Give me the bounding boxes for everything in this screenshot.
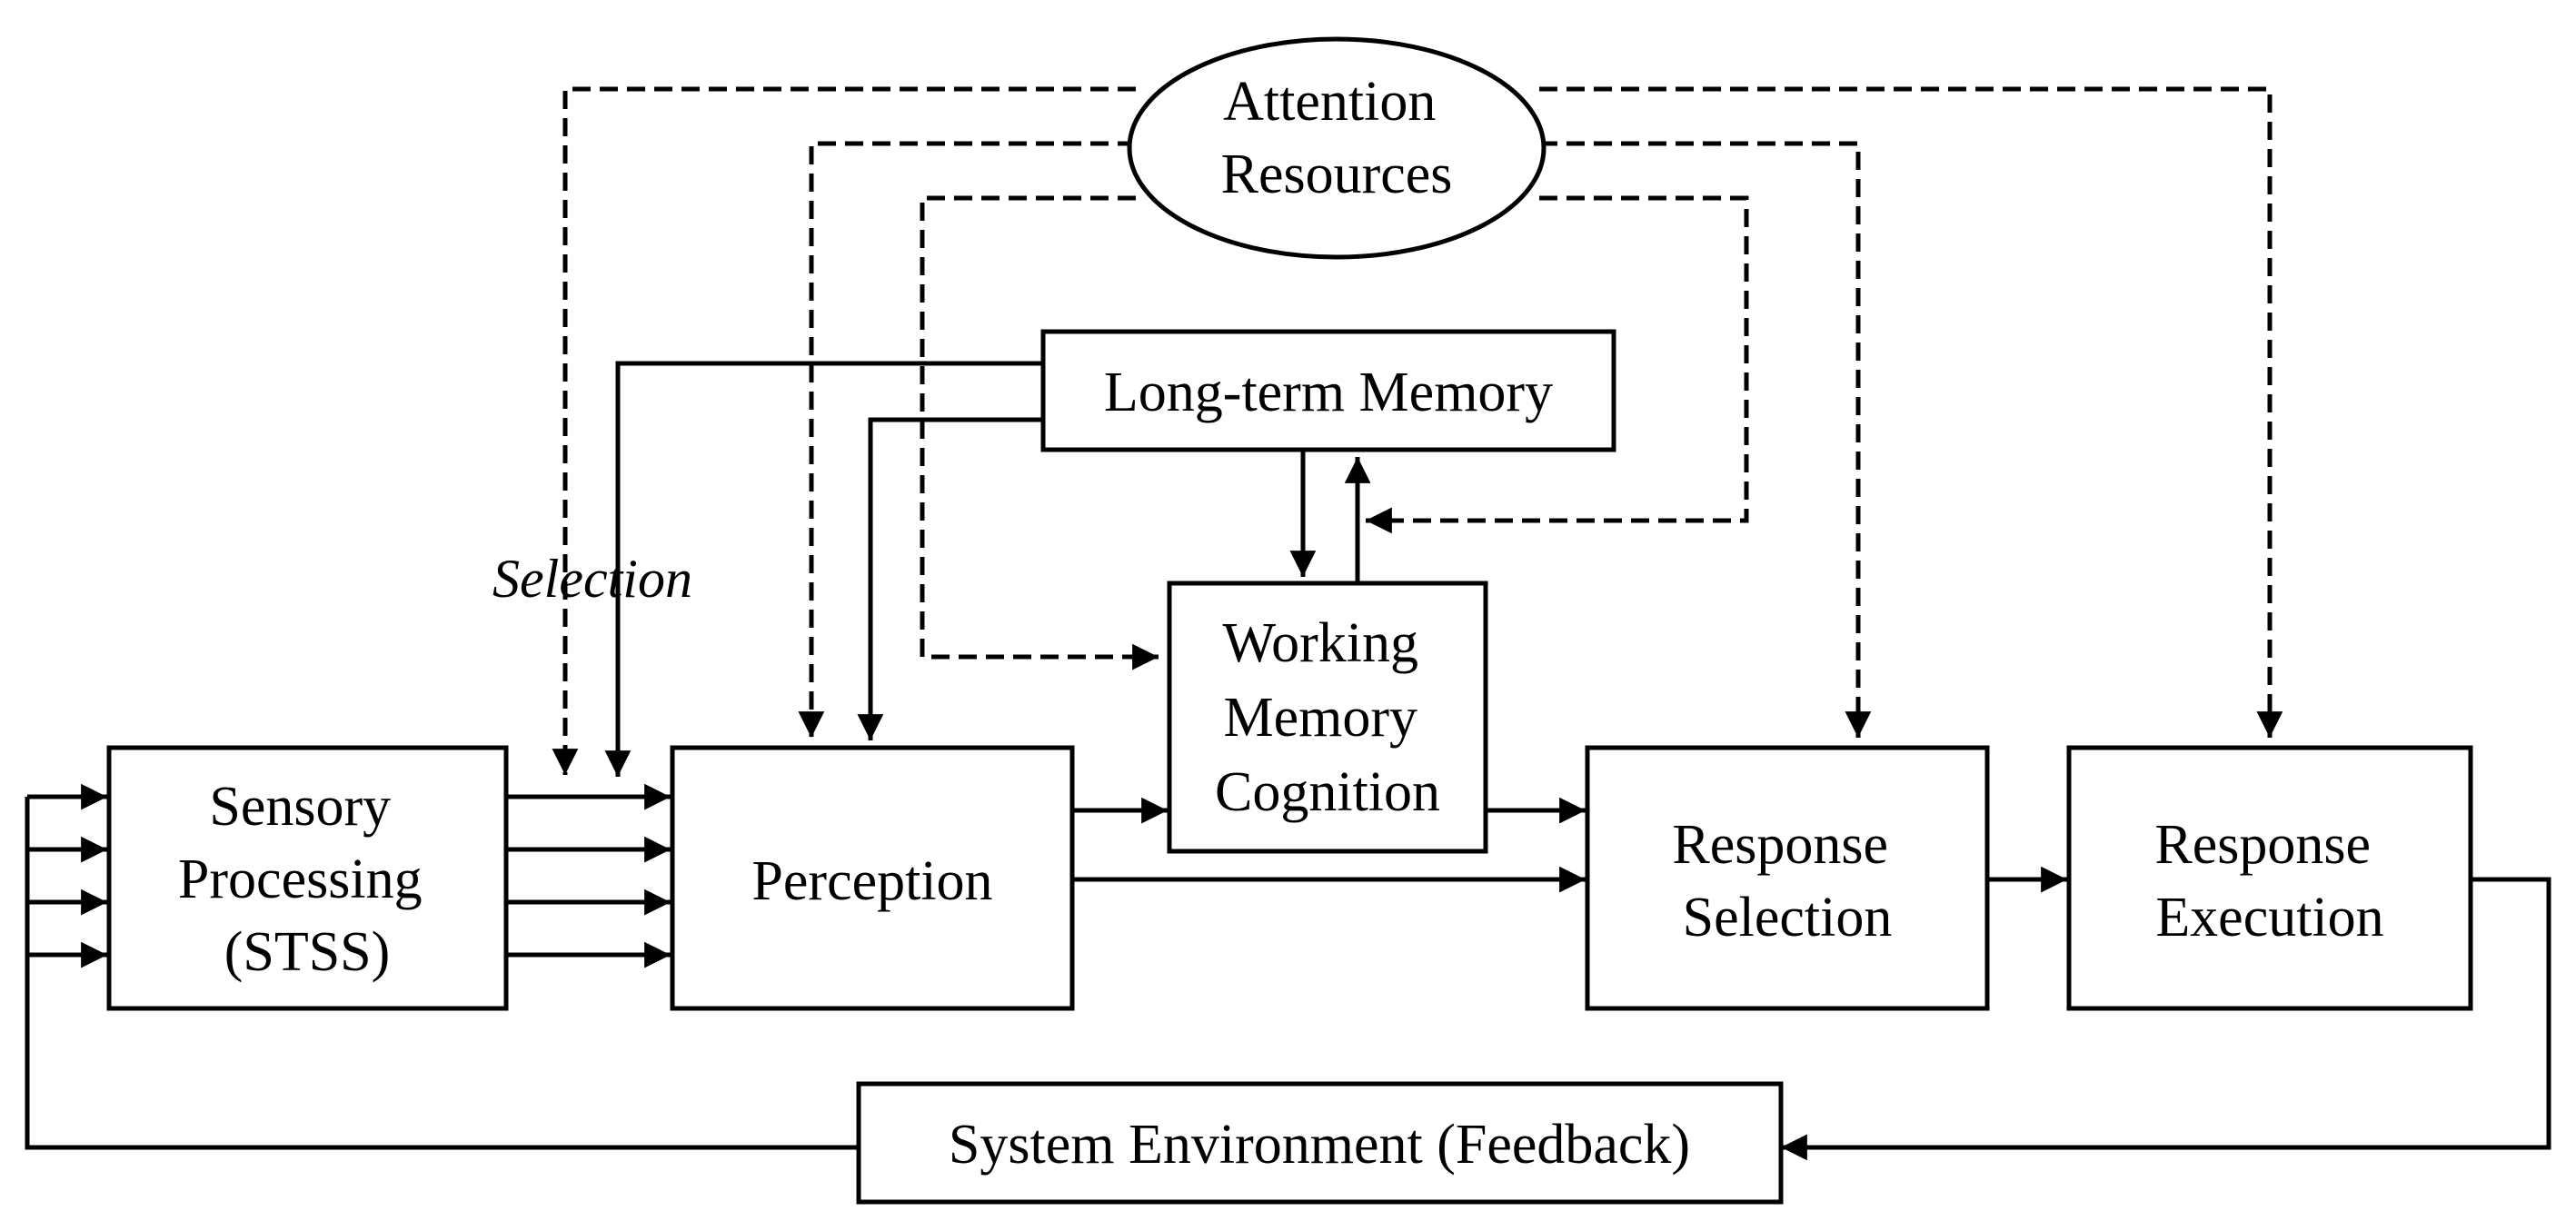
response-selection-label-line-2: Selection [1683, 887, 1893, 948]
svg-text:Perception: Perception [751, 850, 992, 912]
svg-text:Response Execution: Response Execution [2154, 814, 2384, 948]
response-execution-label-line-1: Response [2154, 814, 2371, 876]
attention-label-line-1: Attention [1223, 71, 1436, 133]
response-execution-node: Response Execution [2066, 745, 2473, 1011]
perception-node: Perception [670, 745, 1075, 1011]
response-selection-node: Response Selection [1585, 745, 1990, 1011]
selection-label: Selection [492, 549, 692, 609]
attention-to-perception-dashed [798, 141, 1136, 738]
attention-to-response-execution-dashed [1539, 86, 2283, 738]
svg-text:System Environment (Feedback): System Environment (Feedback) [949, 1114, 1690, 1176]
attention-to-response-selection-dashed [1539, 141, 1872, 738]
attention-to-ltm-feedback-dashed [1366, 195, 1749, 534]
working-label-line-3: Cognition [1215, 761, 1440, 823]
working-label-line-1: Working [1223, 612, 1418, 674]
sensory-processing-node: Sensory Processing (STSS) [106, 745, 509, 1011]
attention-resources-node: Attention Resources [1127, 36, 1547, 260]
ltm-to-selection-arrow [604, 361, 1043, 777]
execution-to-environment-arrow [1781, 877, 2551, 1161]
sensory-label-line-3: (STSS) [224, 921, 391, 983]
feedback-return-line [25, 797, 859, 1150]
perception-label: Perception [751, 850, 992, 912]
attention-to-working-memory-dashed [920, 195, 1159, 670]
svg-text:Attention Resources: Attention Resources [1221, 71, 1453, 205]
svg-text:Response Selection: Response Selection [1672, 814, 1902, 948]
attention-label-line-2: Resources [1221, 144, 1453, 205]
system-environment-node: System Environment (Feedback) [856, 1081, 1784, 1205]
sensory-label-line-2: Processing [178, 849, 423, 910]
ltm-to-perception-arrow [857, 417, 1043, 740]
ltm-label: Long-term Memory [1104, 362, 1553, 423]
svg-text:Long-term Memory: Long-term Memory [1104, 362, 1553, 423]
working-label-line-2: Memory [1223, 687, 1417, 749]
response-selection-label-line-1: Response [1672, 814, 1888, 876]
working-memory-cognition-node: Working Memory Cognition [1167, 581, 1488, 854]
long-term-memory-node: Long-term Memory [1040, 329, 1616, 452]
svg-text:Working Memory Cog: Working Memory Cognition [1215, 612, 1440, 823]
response-execution-label-line-2: Execution [2155, 887, 2383, 948]
sensory-label-line-1: Sensory [209, 776, 391, 838]
svg-text:Sensory Processing: Sensory Processing (STSS) [178, 776, 436, 983]
environment-label: System Environment (Feedback) [949, 1114, 1690, 1176]
